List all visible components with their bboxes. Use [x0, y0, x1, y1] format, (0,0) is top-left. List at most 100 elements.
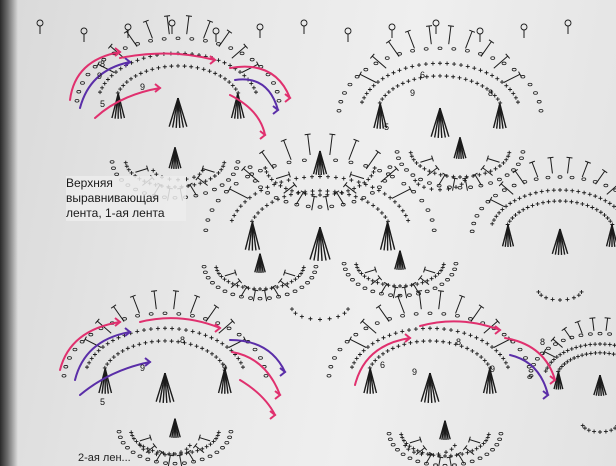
arrow-br-1: [354, 333, 412, 386]
num-bottom-left-3: 9: [222, 363, 227, 373]
motif-top-right-chain: [336, 46, 544, 113]
motif-middle-right-chain: [469, 175, 616, 234]
page-shadow: [0, 0, 18, 466]
row-numbers: 9 8 9 5 6 9 8 5 8 9 9 5 6 8 9 8 9: [97, 59, 545, 407]
top-picot-18: [432, 19, 440, 34]
motif-mid-right-cup-chain: [394, 150, 526, 190]
motif-middle-chain: [203, 157, 437, 232]
motif-top-right-radial: [358, 25, 522, 84]
motif-lower-cup-left-cup-cross: [214, 265, 306, 291]
motif-top-left-inner-cross: [115, 63, 241, 95]
num-top-left-4: 5: [100, 99, 105, 109]
top-picot-20: [476, 27, 484, 42]
arrow-bl-5: [231, 351, 282, 400]
motif-lower-cup-left-cup-chain: [201, 264, 319, 301]
caption-line-1: Верхняя: [66, 176, 113, 190]
ribbon-caption: Верхняя выравнивающая лента, 1-ая лента: [66, 176, 186, 221]
motif-mid-center-cup-radial: [275, 171, 365, 211]
motif-middle-right-radial: [488, 156, 616, 208]
motif-bottom-cup-right-cup-radial: [409, 436, 481, 466]
motif-top-left-radial: [96, 15, 260, 74]
arrow-br-2: [419, 320, 502, 335]
motif-bottom-far-right-left-fan: [553, 371, 564, 390]
motif-middle-right-left-fan: [501, 224, 515, 247]
num-bottom-right-2: 9: [490, 364, 495, 374]
num-bottom-left-2: 9: [140, 363, 145, 373]
top-picot-12: [300, 19, 308, 34]
motif-middle-center-fan: [309, 226, 331, 261]
motif-mid-right-cup-fan: [453, 137, 467, 160]
top-picot-2: [80, 27, 88, 42]
motif-bottom-right-outer-cross: [350, 326, 510, 370]
motif-bottom-far-right-radial: [542, 317, 611, 358]
motif-bottom-right-bottom-cross: [403, 443, 457, 457]
motif-middle-inner-cross: [249, 188, 391, 224]
footer-label: 2-ая лен...: [78, 452, 131, 464]
motif-mid-left-cup-fan: [168, 147, 182, 170]
motif-bottom-far-right-inner-cross: [556, 350, 616, 374]
motif-middle-outer-cross: [229, 174, 411, 223]
motif-bottom-left-center-fan: [155, 372, 175, 403]
motif-mid-center-cup-fan: [312, 150, 328, 176]
num-top-left-1: 9: [97, 71, 102, 81]
num-top-left-3: 9: [140, 82, 145, 92]
arrow-tl-6: [94, 83, 162, 119]
caption-line-2: выравнивающая: [66, 191, 160, 205]
motif-top-left-center-fan: [168, 97, 188, 128]
arrow-br-3: [504, 337, 557, 385]
motif-bottom-cup-right-cup-chain: [386, 431, 504, 466]
motif-middle-right-center-fan: [551, 228, 569, 255]
motif-bottom-left-radial: [83, 290, 247, 349]
num-top-right-2: 9: [410, 88, 415, 98]
top-picot-14: [344, 27, 352, 42]
motif-lower-cup-right-cup-chain: [341, 261, 459, 298]
motif-bottom-right-chain: [326, 311, 534, 378]
motif-top-right-center-fan: [430, 107, 450, 138]
motif-top-right-outer-cross: [360, 61, 520, 105]
top-picot-16: [388, 23, 396, 38]
motif-mid-right-cup-radial: [420, 155, 500, 191]
motif-middle-right-inner-cross: [505, 199, 615, 227]
motif-bottom-right-inner-cross: [367, 338, 493, 370]
num-bottom-left-4: 5: [100, 397, 105, 407]
motif-top-left-chain: [74, 36, 282, 103]
num-top-right-3: 8: [488, 88, 493, 98]
arrow-tl-1: [69, 47, 122, 101]
motif-bottom-far-right-bottom-cross: [580, 423, 616, 434]
num-bottom-mid-2: 8: [456, 337, 461, 347]
motif-middle-bottom-cross: [289, 307, 351, 322]
num-bottom-mid-1: 6: [380, 360, 385, 370]
num-top-right-4: 5: [384, 122, 389, 132]
motif-bottom-cup-left-cup-cross: [129, 430, 221, 456]
motif-lower-cup-right-cup-radial: [364, 266, 436, 299]
num-bottom-mid-3: 9: [412, 367, 417, 377]
motif-top-left-left-fan: [111, 93, 126, 119]
motif-middle-right-fan: [379, 221, 396, 251]
motif-bottom-cup-right-cup-cross: [399, 432, 491, 458]
motif-bottom-left-inner-cross: [102, 338, 228, 370]
motif-top-right-bottom-cross: [413, 178, 467, 192]
arrow-annotations: [59, 47, 557, 420]
motif-bottom-cup-left-cup-fan: [169, 418, 181, 439]
motif-middle-radial: [227, 133, 413, 199]
caption-line-3: лента, 1-ая лента: [66, 206, 165, 220]
num-top-right-1: 6: [420, 70, 425, 80]
num-bottom-left-1: 8: [180, 335, 185, 345]
motif-lower-cup-left-cup-radial: [224, 269, 296, 302]
num-bottom-right-1: 8: [540, 337, 545, 347]
top-picot-8: [212, 27, 220, 42]
motif-bottom-far-right-chain: [527, 331, 613, 379]
top-picot-22: [520, 23, 528, 38]
motif-bottom-far-right-outer-cross: [543, 342, 616, 374]
motif-middle-left-fan: [244, 221, 261, 251]
arrow-tl-3: [119, 52, 217, 65]
arrow-tl-4: [229, 65, 292, 103]
arrow-tl-5: [234, 78, 280, 115]
motif-mid-right-cup-cross: [408, 150, 512, 179]
motif-mid-center-cup-chain: [247, 165, 393, 209]
motif-middle-right-right-fan: [605, 224, 616, 247]
motif-middle-right-outer-cross: [490, 188, 616, 226]
motif-lower-cup-right-cup-cross: [354, 262, 446, 288]
